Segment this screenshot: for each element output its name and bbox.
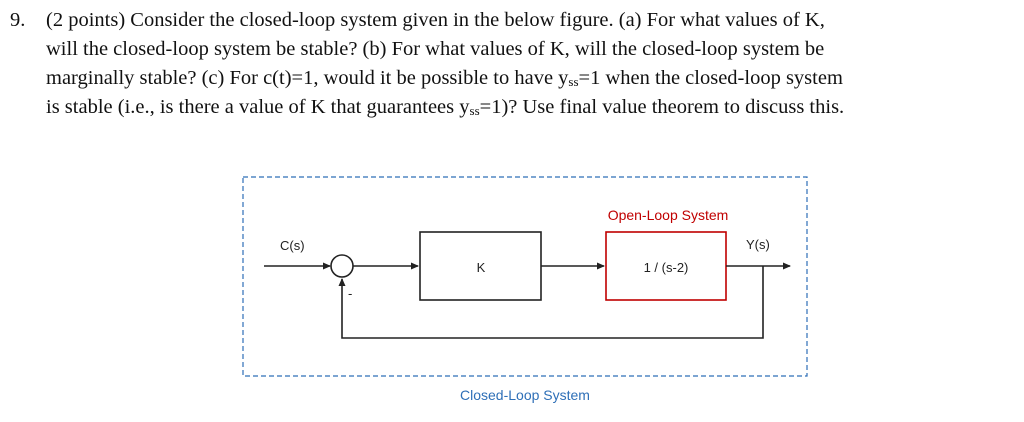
question-line-4-a: is stable (i.e., is there a value of K t… (46, 96, 470, 118)
controller-block (419, 231, 542, 301)
question-line-4: is stable (i.e., is there a value of K t… (10, 93, 1014, 122)
question-line-1: 9. (2 points) Consider the closed-loop sy… (10, 6, 1014, 35)
closed-loop-boundary (242, 176, 808, 377)
plant-label: 1 / (s-2) (644, 260, 689, 275)
question-line-4-sub: ss (469, 103, 480, 118)
summing-junction (330, 254, 354, 278)
question-line-3-b: =1 when the closed-loop system (578, 67, 843, 89)
question-text: 9. (2 points) Consider the closed-loop sy… (10, 6, 1014, 122)
question-line-1-text: (2 points) Consider the closed-loop syst… (46, 9, 825, 31)
question-line-3: marginally stable? (c) For c(t)=1, would… (10, 64, 1014, 93)
controller-label: K (477, 260, 486, 275)
feedback-sign: - (348, 286, 352, 301)
closed-loop-label: Closed-Loop System (460, 387, 590, 403)
question-line-3-a: marginally stable? (c) For c(t)=1, would… (46, 67, 569, 89)
input-label: C(s) (280, 238, 305, 253)
question-line-4-b: =1)? Use final value theorem to discuss … (479, 96, 845, 118)
feedback-path (338, 266, 764, 339)
question-line-3-sub: ss (568, 74, 579, 89)
open-loop-label: Open-Loop System (608, 207, 729, 223)
question-number: 9. (10, 9, 26, 31)
output-label: Y(s) (746, 237, 770, 252)
plant-block (605, 231, 727, 301)
question-line-2: will the closed-loop system be stable? (… (46, 38, 825, 60)
